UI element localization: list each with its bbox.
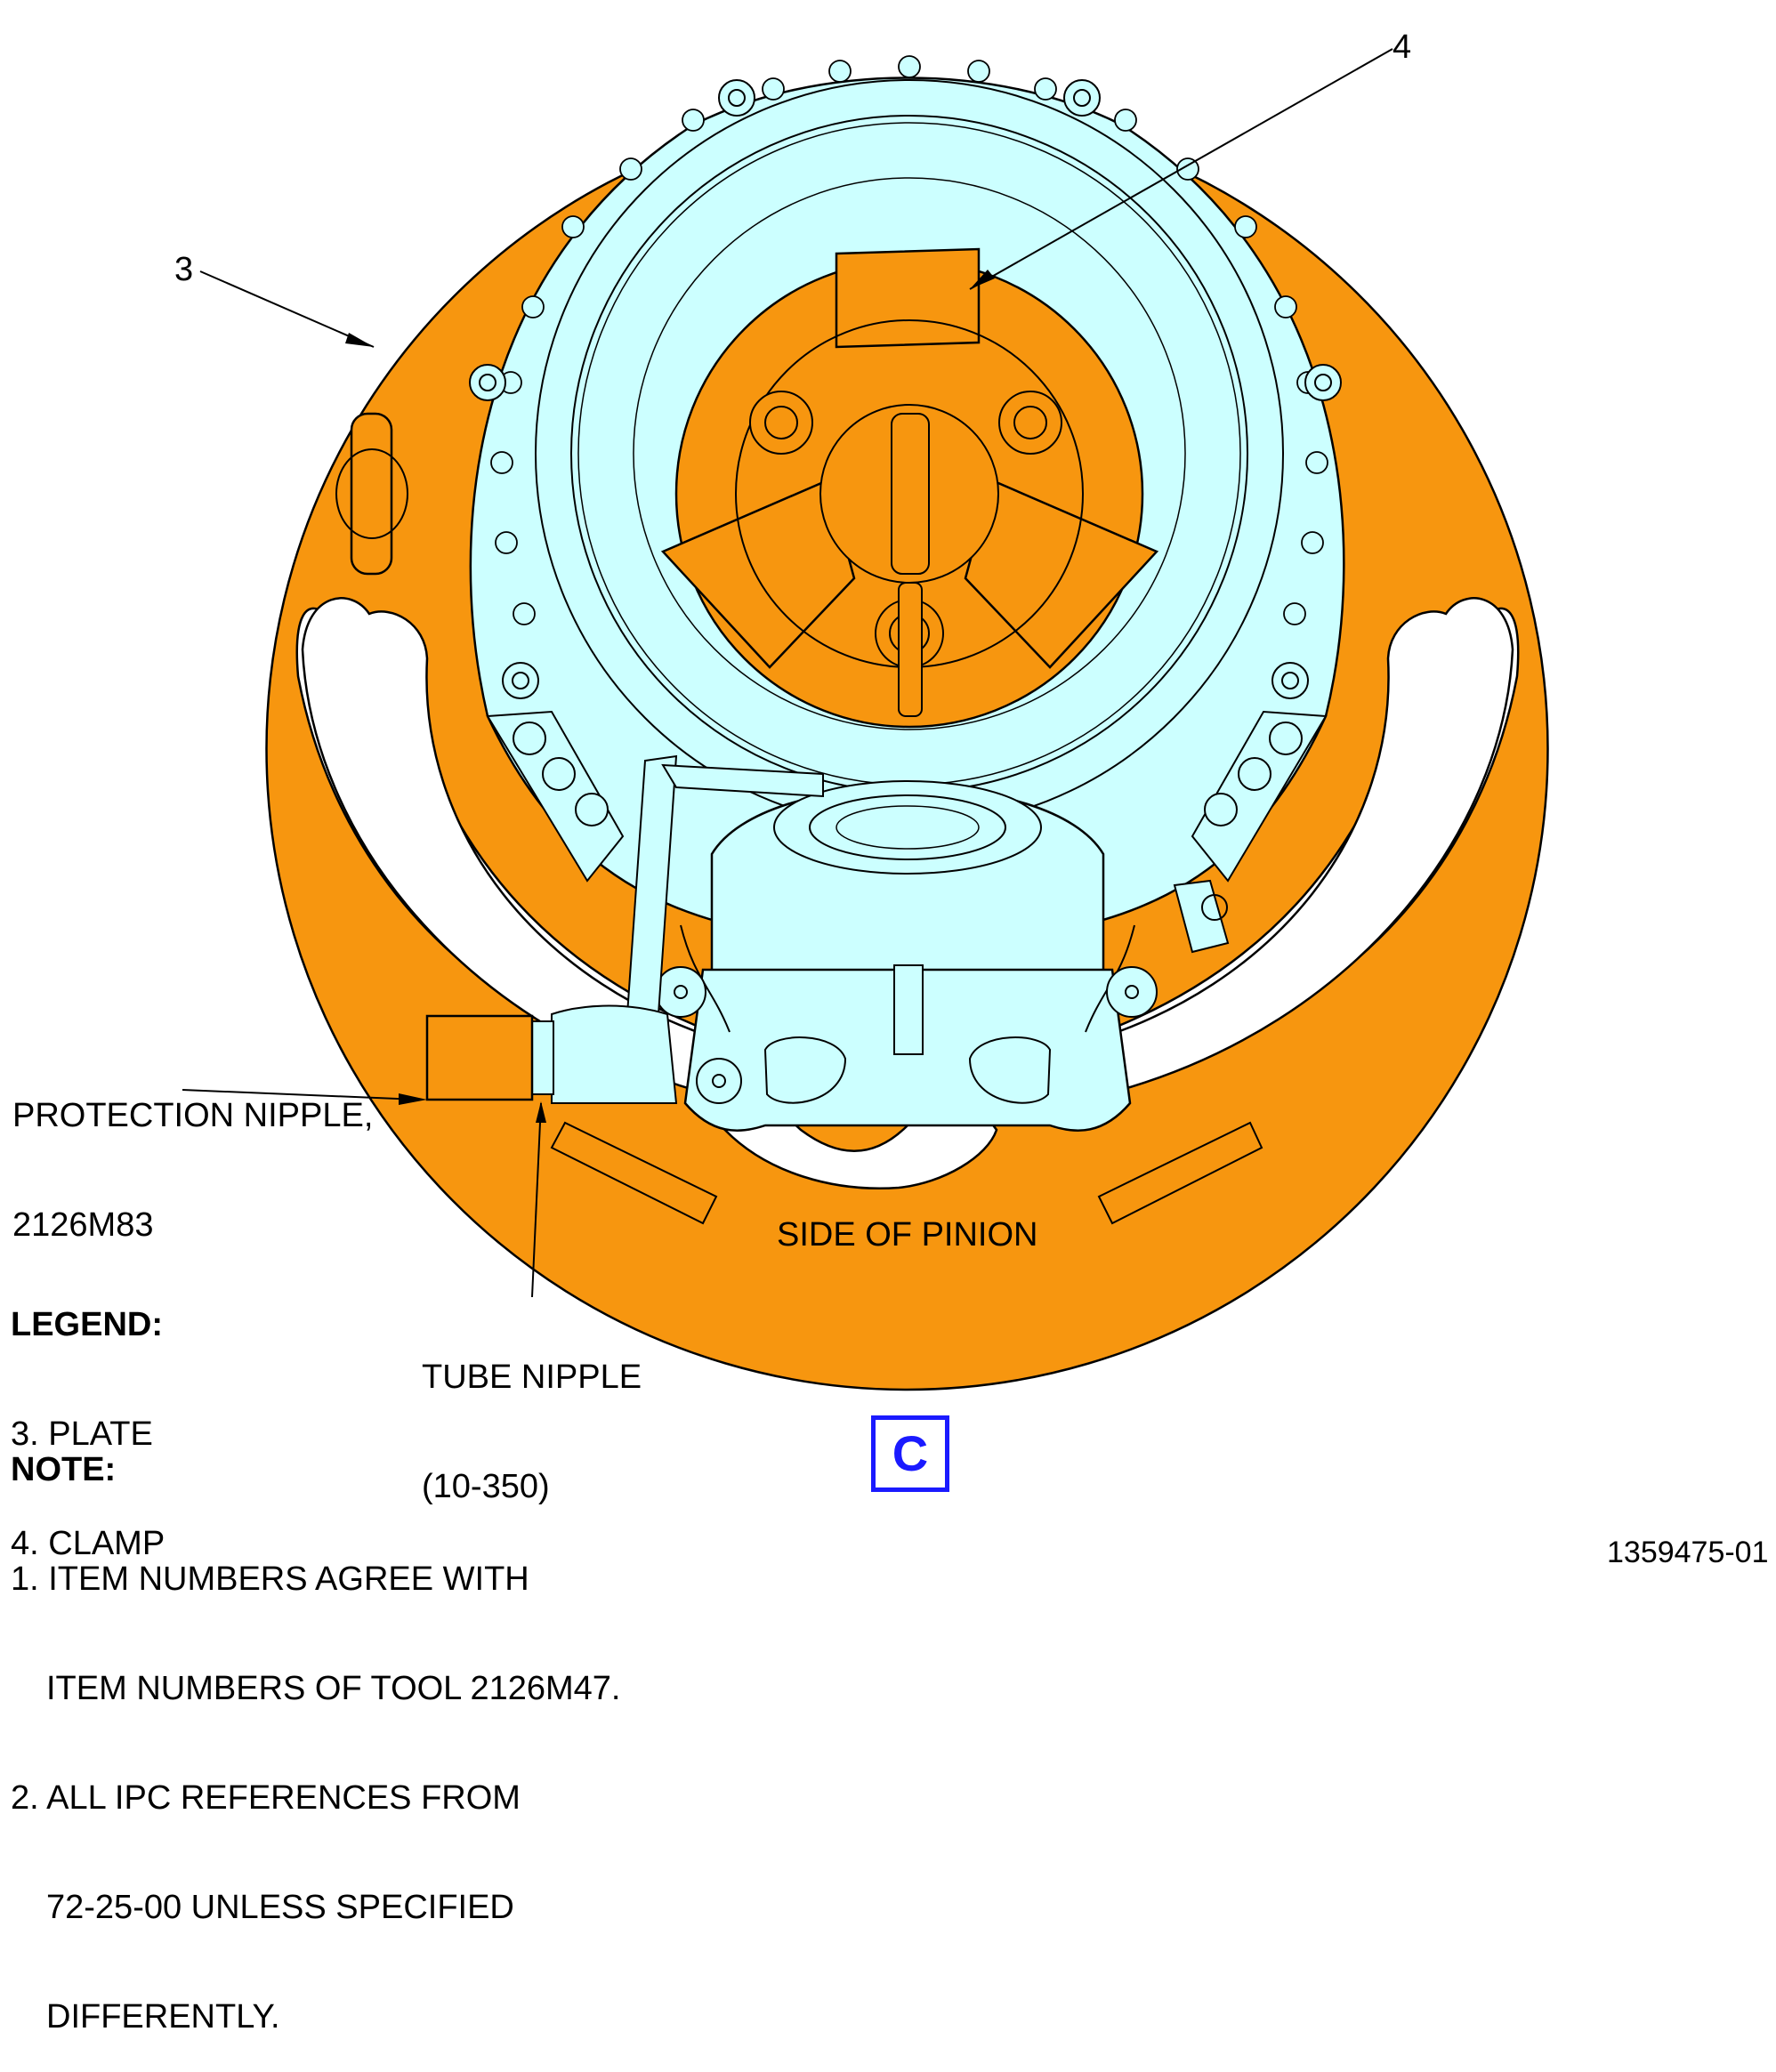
callout-item-4: 4 bbox=[1393, 28, 1412, 66]
clamp bbox=[660, 247, 1159, 729]
note-line: ITEM NUMBERS OF TOOL 2126M47. bbox=[46, 1670, 621, 1707]
figure-number: 1359475-01 bbox=[1607, 1536, 1769, 1569]
legend-item: 3. PLATE bbox=[11, 1415, 153, 1453]
leader-lines bbox=[182, 48, 1393, 1298]
legend-item: 4. CLAMP bbox=[11, 1525, 165, 1562]
note-line: 72-25-00 UNLESS SPECIFIED bbox=[46, 1889, 514, 1926]
note-line: 1. ITEM NUMBERS AGREE WITH bbox=[11, 1560, 529, 1598]
view-label-box: C bbox=[871, 1415, 949, 1492]
leader-arrowheads bbox=[345, 270, 995, 1123]
protection-nipple-label-line2: 2126M83 bbox=[12, 1206, 154, 1244]
legend-title: LEGEND: bbox=[11, 1306, 163, 1343]
protection-nipple-label: PROTECTION NIPPLE, 2126M83 bbox=[12, 1025, 373, 1280]
view-label: C bbox=[892, 1425, 929, 1481]
callout-item-3: 3 bbox=[174, 251, 194, 288]
note: NOTE: 1. ITEM NUMBERS AGREE WITH ITEM NU… bbox=[11, 1379, 620, 2072]
note-line: 2. ALL IPC REFERENCES FROM bbox=[11, 1779, 521, 1817]
pinion-assembly bbox=[531, 754, 1230, 1132]
tube-nipple-label-line2: (10-350) bbox=[422, 1468, 550, 1505]
tube-nipple-label: TUBE NIPPLE (10-350) bbox=[422, 1286, 642, 1542]
note-line: DIFFERENTLY. bbox=[46, 1998, 280, 2036]
note-title: NOTE: bbox=[11, 1451, 117, 1488]
protection-nipple bbox=[425, 1014, 534, 1101]
tube-nipple-label-line1: TUBE NIPPLE bbox=[422, 1358, 642, 1396]
legend: LEGEND: 3. PLATE 4. CLAMP bbox=[11, 1234, 165, 1599]
protection-nipple-label-line1: PROTECTION NIPPLE, bbox=[12, 1097, 374, 1134]
assembly-drawing bbox=[182, 48, 1549, 1391]
side-of-pinion-label: SIDE OF PINION bbox=[777, 1216, 1038, 1254]
